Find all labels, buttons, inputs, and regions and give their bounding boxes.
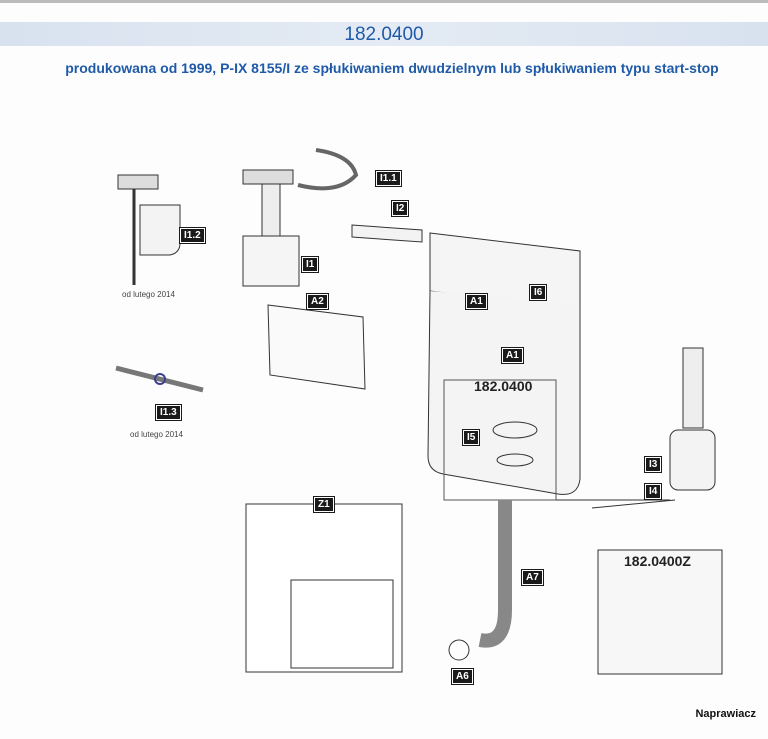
label-i1-1: I1.1: [375, 170, 402, 187]
label-i4: I4: [643, 483, 663, 500]
code-main: 182.0400: [474, 378, 533, 394]
top-rule: [0, 0, 768, 3]
label-a1-bottom: A1: [501, 347, 524, 364]
footer-label: Naprawiacz: [695, 708, 756, 720]
label-i3: I3: [643, 456, 663, 473]
fill-valve-i1: [242, 148, 359, 287]
label-i1-3: I1.3: [155, 404, 182, 421]
variant-box: [597, 549, 723, 675]
plate-a2: [267, 304, 366, 390]
code-variant: 182.0400Z: [624, 553, 691, 569]
label-a7: A7: [521, 569, 544, 586]
label-z1: Z1: [313, 496, 335, 513]
page-subtitle: produkowana od 1999, P-IX 8155/I ze spłu…: [65, 60, 719, 76]
kit-z1-box: [245, 503, 403, 673]
label-a6: A6: [451, 668, 474, 685]
seal-a6: [448, 639, 470, 661]
title-band: [0, 22, 768, 46]
label-i1: I1: [300, 256, 320, 273]
fill-valve-i1-2: [117, 174, 181, 285]
bracket-i2: [351, 224, 423, 243]
label-a2: A2: [306, 293, 329, 310]
label-i6: I6: [528, 284, 548, 301]
caption-i1-2: od lutego 2014: [122, 290, 175, 299]
label-i2: I2: [390, 200, 410, 217]
label-a1-top: A1: [465, 293, 488, 310]
pipe-a7: [478, 500, 512, 648]
caption-i1-3: od lutego 2014: [130, 430, 183, 439]
label-i1-2: I1.2: [179, 227, 206, 244]
label-i5: I5: [461, 429, 481, 446]
kit-z1-inner-box: [290, 579, 394, 669]
hose-i1-3: [115, 365, 204, 393]
flush-valve-i3: [556, 347, 716, 509]
cistern-body: [427, 232, 581, 501]
page-title: 182.0400: [344, 24, 424, 45]
